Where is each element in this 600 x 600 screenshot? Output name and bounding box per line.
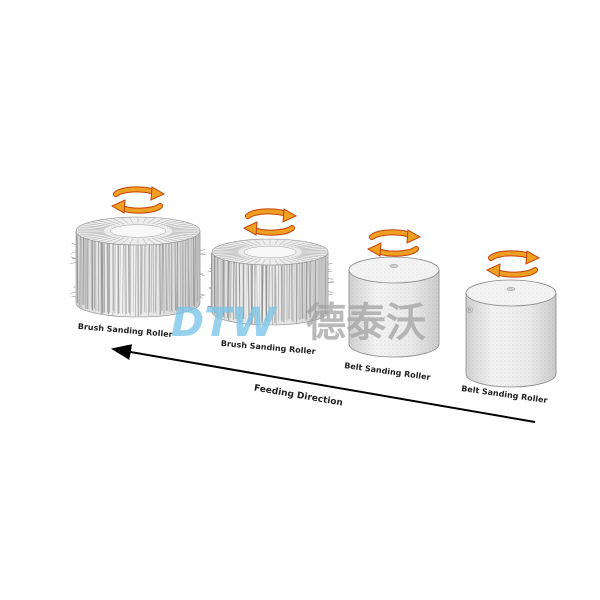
belt-roller-3: Belt Sanding Roller	[344, 229, 440, 382]
watermark-registered-mark: ®	[465, 306, 474, 316]
rotation-arrows-icon	[366, 229, 422, 257]
rotation-arrows-icon	[110, 186, 166, 214]
dtw-watermark-logo: DTW 德泰沃 ®	[171, 300, 474, 346]
rotation-arrows-icon	[242, 208, 298, 236]
watermark-cjk-text: 德泰沃	[306, 300, 426, 346]
roller-3-label: Belt Sanding Roller	[344, 361, 431, 382]
brush-roller-1-body	[70, 216, 206, 318]
belt-roller-4: Belt Sanding Roller	[461, 250, 557, 405]
roller-1-label: Brush Sanding Roller	[77, 322, 173, 339]
watermark-latin-text: DTW	[171, 300, 277, 346]
brush-roller-2-body	[206, 238, 334, 326]
rotation-arrows-icon	[485, 250, 541, 278]
